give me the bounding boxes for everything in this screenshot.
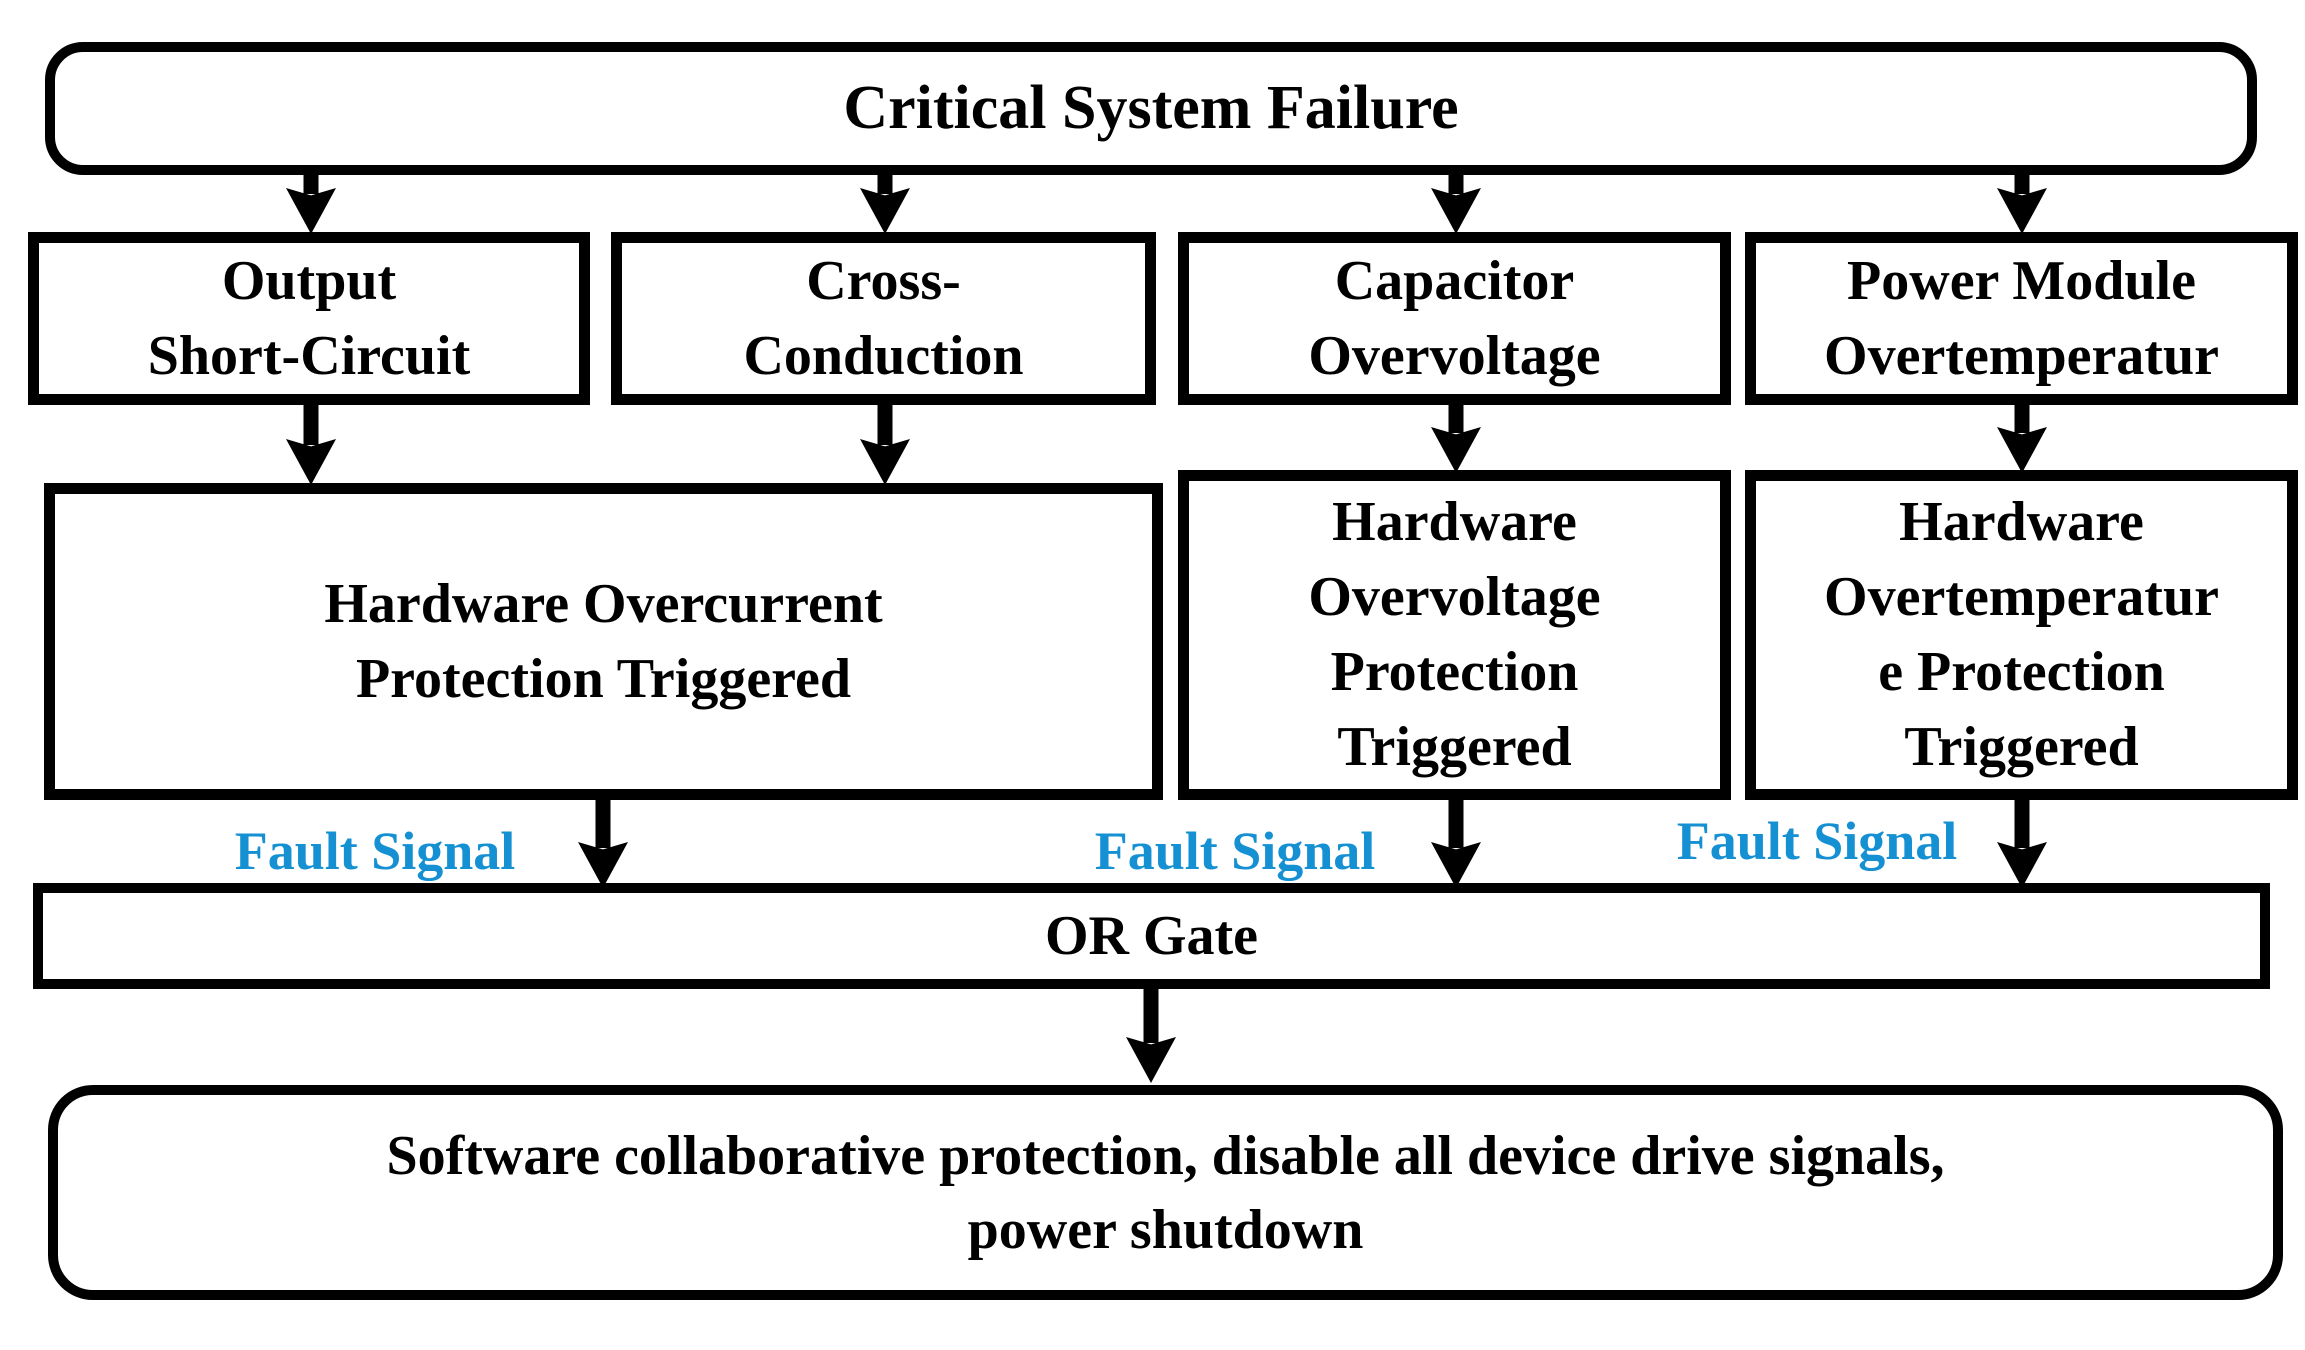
arrow-shaft <box>2014 403 2030 433</box>
node-label-line: Conduction <box>743 324 1024 387</box>
node-label-line: Hardware Overcurrent <box>324 572 883 635</box>
arrowhead-down-icon <box>1997 842 2047 888</box>
arrow-root-to-cross-conduction <box>860 173 910 234</box>
arrow-root-to-capacitor-overvoltage <box>1431 173 1481 234</box>
node-label-line: Protection <box>1330 641 1579 703</box>
arrowhead-down-icon <box>1997 427 2047 473</box>
node-label-line: Hardware <box>1332 491 1577 553</box>
fault-signal-label-overvoltage: Fault Signal <box>1094 821 1376 881</box>
arrow-short-circuit-to-overcurrent-protection <box>286 403 336 485</box>
arrow-overtemperature-fault-to-or-gate <box>1997 798 2047 888</box>
node-label-line: Software collaborative protection, disab… <box>386 1124 1945 1187</box>
arrow-shaft <box>303 173 319 194</box>
arrow-shaft <box>1448 403 1464 433</box>
arrowhead-down-icon <box>1431 842 1481 888</box>
node-or-gate: OR Gate <box>33 883 2270 989</box>
node-label-line: power shutdown <box>967 1198 1364 1261</box>
arrow-shaft <box>877 403 893 445</box>
arrowhead-down-icon <box>1431 188 1481 234</box>
node-software-collaborative-protection: Software collaborative protection, disab… <box>48 1085 2283 1300</box>
arrow-shaft <box>2014 173 2030 194</box>
node-label-line: Overvoltage <box>1308 324 1601 387</box>
arrow-shaft <box>1448 798 1464 848</box>
node-label-line: Short-Circuit <box>147 324 471 387</box>
node-label-line: Power Module <box>1847 249 2196 312</box>
node-hardware-overcurrent-protection: Hardware Overcurrent Protection Triggere… <box>44 483 1163 800</box>
arrowhead-down-icon <box>578 842 628 888</box>
node-capacitor-overvoltage: Capacitor Overvoltage <box>1178 232 1731 405</box>
arrowhead-down-icon <box>1997 188 2047 234</box>
node-label-line: Output <box>221 249 397 312</box>
node-label-line: Overtemperatur <box>1824 324 2219 387</box>
node-label-line: Capacitor <box>1334 249 1575 312</box>
arrowhead-down-icon <box>1126 1037 1176 1083</box>
node-label-line: Overvoltage <box>1308 566 1601 628</box>
arrow-root-to-output-short-circuit <box>286 173 336 234</box>
arrowhead-down-icon <box>860 188 910 234</box>
arrowhead-down-icon <box>286 439 336 485</box>
node-label-line: Protection Triggered <box>355 647 852 710</box>
arrow-shaft <box>1143 989 1159 1043</box>
arrowhead-down-icon <box>286 188 336 234</box>
node-label-line: Hardware <box>1899 491 2144 553</box>
node-label-line: Overtemperatur <box>1824 566 2219 628</box>
fault-signal-label-overtemperature: Fault Signal <box>1676 811 1958 871</box>
arrow-shaft <box>2014 798 2030 848</box>
node-cross-conduction: Cross- Conduction <box>611 232 1156 405</box>
node-label-line: Cross- <box>806 249 961 312</box>
arrowhead-down-icon <box>860 439 910 485</box>
arrow-shaft <box>303 403 319 445</box>
node-label: OR Gate <box>1044 905 1259 967</box>
node-output-short-circuit: Output Short-Circuit <box>28 232 590 405</box>
node-label: Critical System Failure <box>843 74 1459 142</box>
node-hardware-overtemperature-protection: Hardware Overtemperatur e Protection Tri… <box>1745 470 2298 800</box>
node-label-line: e Protection <box>1878 641 2165 703</box>
arrow-overvoltage-to-overvoltage-protection <box>1431 403 1481 473</box>
arrow-or-gate-to-software-protection <box>1126 989 1176 1083</box>
arrowhead-down-icon <box>1431 427 1481 473</box>
fault-signal-label-overcurrent: Fault Signal <box>234 821 516 881</box>
arrow-cross-conduction-to-overcurrent-protection <box>860 403 910 485</box>
arrow-overtemperature-to-overtemperature-protection <box>1997 403 2047 473</box>
node-label-line: Triggered <box>1904 716 2139 778</box>
node-critical-system-failure: Critical System Failure <box>45 42 2257 175</box>
arrow-shaft <box>595 798 611 848</box>
node-hardware-overvoltage-protection: Hardware Overvoltage Protection Triggere… <box>1178 470 1731 800</box>
arrow-shaft <box>1448 173 1464 194</box>
node-power-module-overtemperature: Power Module Overtemperatur <box>1745 232 2298 405</box>
arrow-shaft <box>877 173 893 194</box>
arrow-overvoltage-fault-to-or-gate <box>1431 798 1481 888</box>
node-label-line: Triggered <box>1337 716 1572 778</box>
arrow-root-to-power-module-overtemperature <box>1997 173 2047 234</box>
arrow-overcurrent-fault-to-or-gate <box>578 798 628 888</box>
